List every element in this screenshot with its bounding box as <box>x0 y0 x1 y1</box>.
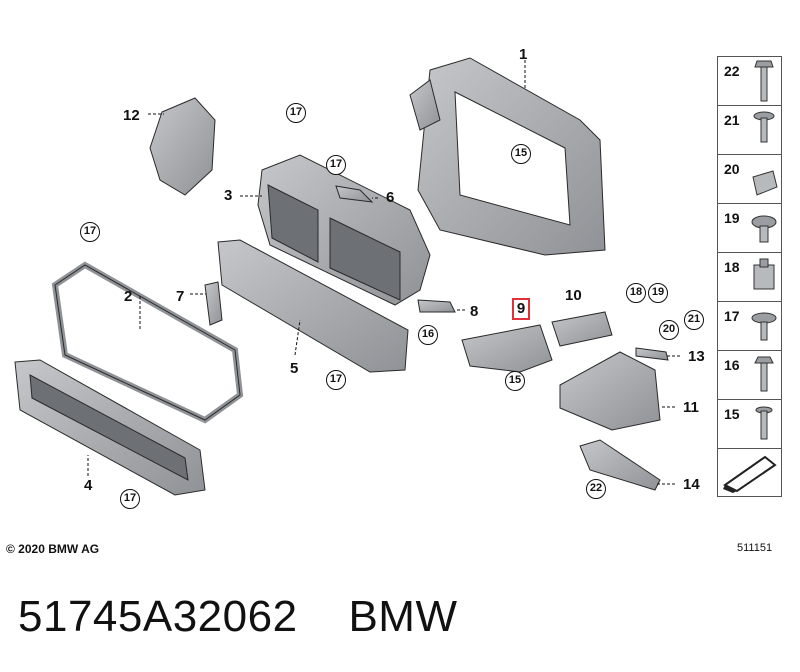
callout-15: 15 <box>511 144 531 164</box>
label-11: 11 <box>683 399 699 416</box>
sidebar-number: 22 <box>724 63 740 79</box>
part-6-bracket <box>335 185 374 203</box>
callout-17: 17 <box>80 222 100 242</box>
label-1: 1 <box>519 46 528 63</box>
sidebar-number: 20 <box>724 161 740 177</box>
part-7-bracket <box>204 281 223 326</box>
sidebar-number: 16 <box>724 357 740 373</box>
label-13: 13 <box>688 348 705 365</box>
sidebar-number: 21 <box>724 112 740 128</box>
callout-19: 19 <box>648 283 668 303</box>
leader-lines <box>87 60 680 485</box>
clip-nut-icon <box>752 170 778 196</box>
callout-20: 20 <box>659 320 679 340</box>
screw-washer-icon <box>753 111 775 143</box>
image-reference-number: 511151 <box>737 542 773 554</box>
sidebar-number: 19 <box>724 210 740 226</box>
callout-18: 18 <box>626 283 646 303</box>
callout-17: 17 <box>326 155 346 175</box>
part-4-lower-grille <box>14 359 206 496</box>
parts-diagram: 1 12 3 6 2 7 8 9 10 5 13 11 4 14 17 17 1… <box>14 46 705 509</box>
part-2-front-carrier <box>51 261 244 424</box>
callout-17: 17 <box>286 103 306 123</box>
part-9-air-duct <box>461 324 553 373</box>
part-10-air-duct <box>551 311 613 347</box>
part-3-grille-carrier <box>257 154 431 306</box>
callout-15: 15 <box>505 371 525 391</box>
sidebar-cell[interactable]: 18 <box>717 252 782 301</box>
sidebar-cell[interactable]: 20 <box>717 154 782 203</box>
label-5: 5 <box>290 360 299 377</box>
part-8-bracket <box>417 299 456 313</box>
long-bolt-icon <box>754 60 774 102</box>
part-1-carrier-frame <box>409 57 606 256</box>
part-11-air-duct <box>559 351 661 431</box>
sidebar-number: 17 <box>724 308 740 324</box>
hex-screw-flange-icon <box>751 312 777 341</box>
label-14: 14 <box>683 476 700 493</box>
label-12: 12 <box>123 107 140 124</box>
part-number-caption: 51745A32062 BMW <box>18 592 458 641</box>
callout-17: 17 <box>120 489 140 509</box>
label-8: 8 <box>470 303 479 320</box>
sidebar-cell[interactable]: 22 <box>717 56 782 105</box>
label-10: 10 <box>565 287 582 304</box>
spring-nut-icon <box>753 258 775 290</box>
expanding-rivet-icon <box>751 215 777 243</box>
arrow-reference-icon <box>723 455 777 493</box>
sidebar-number: 15 <box>724 406 740 422</box>
rivet-icon <box>755 406 773 440</box>
callout-16: 16 <box>418 325 438 345</box>
hex-bolt-icon <box>754 356 774 392</box>
part-5-air-guide <box>217 239 409 373</box>
fastener-sidebar: 22 21 20 19 18 17 <box>717 56 782 497</box>
sidebar-cell[interactable]: 21 <box>717 105 782 154</box>
sidebar-cell[interactable]: 15 <box>717 399 782 448</box>
callout-21: 21 <box>684 310 704 330</box>
part-14-bracket <box>579 439 661 491</box>
sidebar-cell[interactable]: 19 <box>717 203 782 252</box>
label-2: 2 <box>124 288 133 305</box>
sidebar-number: 18 <box>724 259 740 275</box>
sidebar-cell[interactable]: 16 <box>717 350 782 399</box>
label-3: 3 <box>224 187 233 204</box>
copyright-notice: © 2020 BMW AG <box>6 542 100 556</box>
sidebar-cell[interactable]: 17 <box>717 301 782 350</box>
sidebar-cell[interactable] <box>717 448 782 497</box>
part-12-air-duct <box>149 97 216 196</box>
part-13-bracket <box>635 347 669 361</box>
label-9-highlighted[interactable]: 9 <box>512 298 530 320</box>
diagram-drawing <box>14 57 680 496</box>
label-6: 6 <box>386 189 395 206</box>
callout-22: 22 <box>586 479 606 499</box>
label-4: 4 <box>84 477 93 494</box>
label-7: 7 <box>176 288 185 305</box>
callout-17: 17 <box>326 370 346 390</box>
